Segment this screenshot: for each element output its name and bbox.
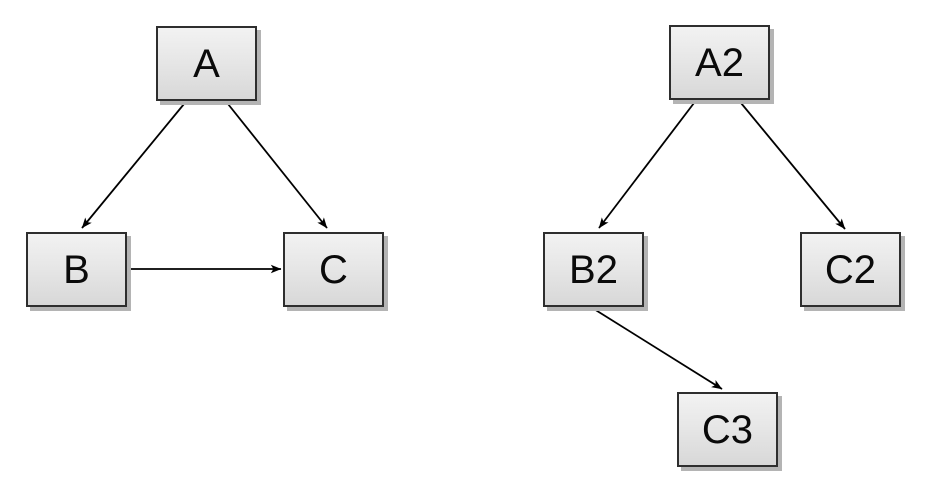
node-c[interactable]: C	[283, 232, 384, 307]
node-b2-label: B2	[569, 247, 618, 292]
edge-A2-B2	[598, 102, 695, 229]
node-c-label: C	[319, 247, 348, 292]
edge-A-B	[81, 103, 185, 229]
node-c3[interactable]: C3	[677, 392, 778, 467]
edge-A2-C2	[740, 102, 846, 230]
node-b-label: B	[63, 247, 90, 292]
edge-B2-C3	[593, 308, 723, 390]
node-c2-label: C2	[824, 247, 877, 292]
node-c2[interactable]: C2	[800, 232, 901, 307]
node-a[interactable]: A	[156, 26, 257, 101]
node-a-label: A	[193, 41, 220, 86]
node-b2[interactable]: B2	[543, 232, 644, 307]
node-a2[interactable]: A2	[669, 25, 770, 100]
node-a2-label: A2	[695, 40, 744, 85]
node-b[interactable]: B	[26, 232, 127, 307]
node-c3-label: C3	[701, 407, 754, 452]
edge-A-C	[227, 103, 328, 229]
